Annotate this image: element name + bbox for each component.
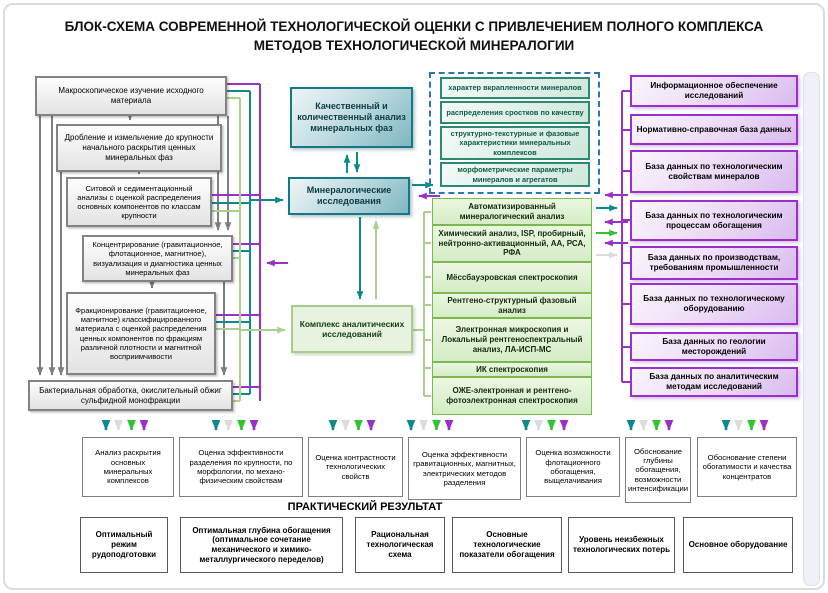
result-item-0: Оптимальный режим рудоподготовки (80, 517, 168, 573)
method-item-4: Электронная микроскопия и Локальный рент… (432, 318, 592, 362)
central-box-1: Минералогические исследования (288, 177, 410, 215)
page-frame (3, 3, 825, 590)
central-box-0: Качественный и количественный анализ мин… (290, 87, 413, 148)
method-item-2: Мёссбауэровская спектроскопия (432, 262, 592, 293)
database-item-6: База данных по геологии месторождений (630, 332, 798, 361)
practical-result-heading: ПРАКТИЧЕСКИЙ РЕЗУЛЬТАТ (287, 501, 443, 513)
evaluation-item-3: Оценка эффективности гравитационных, маг… (408, 437, 521, 500)
evaluation-item-4: Оценка возможности флотационного обогаще… (526, 437, 620, 497)
result-item-2: Рациональная технологическая схема (355, 517, 445, 573)
result-item-1: Оптимальная глубина обогащения (оптималь… (180, 517, 343, 573)
evaluation-item-2: Оценка контрастности технологических сво… (308, 437, 403, 497)
evaluation-item-1: Оценка эффективности разделения по крупн… (179, 437, 303, 497)
evaluation-item-6: Обоснование степени обогатимости и качес… (697, 437, 797, 497)
evaluation-item-0: Анализ раскрытия основных минеральных ко… (82, 437, 174, 497)
process-step-4: Фракционирование (гравитационное, магнит… (66, 292, 216, 375)
process-step-5: Бактериальная обработка, окислительный о… (28, 380, 233, 411)
method-item-3: Рентгено-структурный фазовый анализ (432, 293, 592, 318)
process-step-2: Ситовой и седиментационный анализы с оце… (66, 177, 212, 227)
method-item-1: Химический анализ, ISP, пробирный, нейтр… (432, 225, 592, 262)
process-step-1: Дробление и измельчение до крупности нач… (56, 124, 222, 172)
central-box-2: Комплекс аналитических исследований (291, 305, 413, 353)
database-item-0: Информационное обеспечение исследований (630, 75, 798, 107)
database-item-7: База данных по аналитическим методам исс… (630, 367, 798, 397)
database-item-5: База данных по технологическому оборудов… (630, 283, 798, 325)
method-item-6: ОЖЕ-электронная и рентгено-фотоэлектронн… (432, 377, 592, 415)
database-item-3: База данных по технологическим процессам… (630, 200, 798, 241)
result-item-4: Уровень неизбежных технологических потер… (568, 517, 675, 573)
result-item-3: Основные технологические показатели обог… (452, 517, 562, 573)
process-step-3: Концентрирование (гравитационное, флотац… (82, 235, 233, 282)
process-step-0: Макроскопическое изучение исходного мате… (35, 76, 227, 116)
characteristic-item-3: морфометрические параметры минералов и а… (440, 162, 590, 187)
characteristic-item-2: структурно-текстурные и фазовые характер… (440, 126, 590, 160)
evaluation-item-5: Обоснование глубины обогащения, возможно… (625, 437, 691, 503)
method-item-5: ИК спектроскопия (432, 362, 592, 377)
database-item-4: База данных по производствам, требования… (630, 246, 798, 280)
characteristic-item-0: характер вкрапленности минералов (440, 77, 590, 99)
characteristics-dashed-group (429, 72, 600, 194)
result-item-5: Основное оборудование (683, 517, 793, 573)
database-item-2: База данных по технологическим свойствам… (630, 150, 798, 193)
method-item-0: Автоматизированный минералогический анал… (432, 198, 592, 225)
diagram-title: БЛОК-СХЕМА СОВРЕМЕННОЙ ТЕХНОЛОГИЧЕСКОЙ О… (64, 19, 764, 53)
database-item-1: Нормативно-справочная база данных (630, 114, 798, 145)
right-edge-strip (803, 72, 820, 586)
characteristic-item-1: распределения сростков по качеству (440, 101, 590, 124)
